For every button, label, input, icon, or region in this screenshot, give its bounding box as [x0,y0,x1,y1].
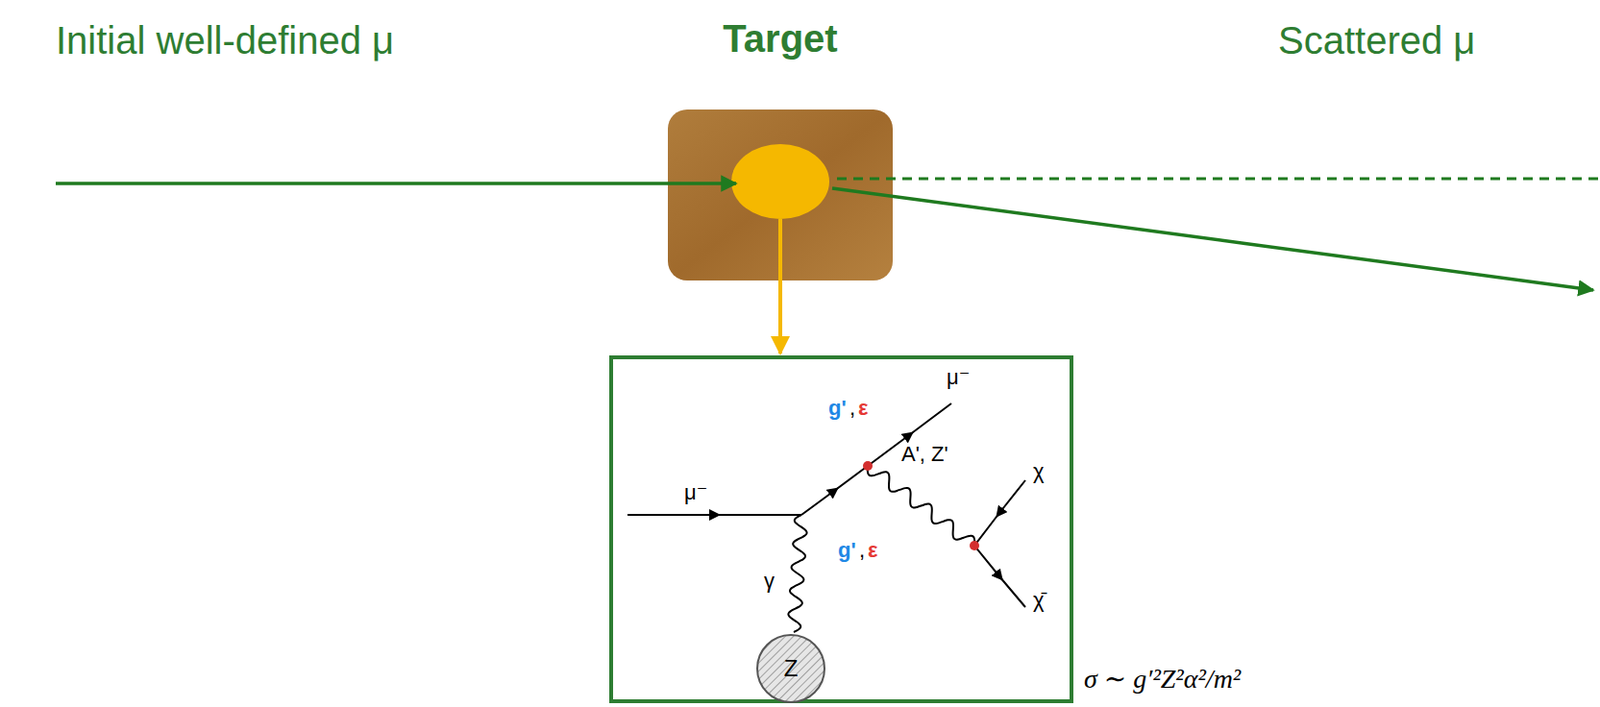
dashed-reference [836,177,1600,181]
beam-label: Scattered μ [1278,19,1476,63]
nucleus-label: Z [784,655,799,683]
particle-label: μ⁻ [946,365,970,391]
beam-label: Initial well-defined μ [55,19,394,63]
coupling-label: ε [858,395,868,421]
scattered-muon [832,188,1594,291]
fermion-line [627,514,802,517]
coupling-label: ε [867,538,878,564]
particle-label: γ [763,568,775,594]
fermion-line [974,480,1026,546]
particle-label: χ̄ [1033,588,1045,614]
inset-box: μ⁻g',εA', Z'χμ⁻γg',εχ̄Z [609,355,1074,704]
inset-frame [611,357,1072,702]
yellow-arrow [778,280,783,354]
yellow-stem [778,219,783,283]
incoming-muon [55,181,737,186]
coupling-label: g' [828,395,847,421]
nucleus-circle: Z [755,633,827,705]
separator: , [859,538,865,564]
particle-label: χ [1033,459,1045,485]
vertex-dot [969,541,980,551]
photon-line [787,515,807,633]
fermion-line [801,466,868,516]
dark-photon-line [867,466,975,546]
particle-label: μ⁻ [684,480,708,506]
fermion-line [974,545,1026,608]
target-box: Target [667,109,893,281]
coupling-label: g' [837,538,857,564]
fermion-line [867,403,952,467]
separator: , [849,395,856,421]
nucleus-circle-outline [757,635,825,703]
interaction-point [731,144,830,220]
mediator-label: A', Z' [901,442,949,468]
vertex-dot [862,461,873,471]
target-heading: Target [722,17,837,61]
cross-section-formula: σ ∼ g′²Z²α²/m² [1083,663,1241,695]
